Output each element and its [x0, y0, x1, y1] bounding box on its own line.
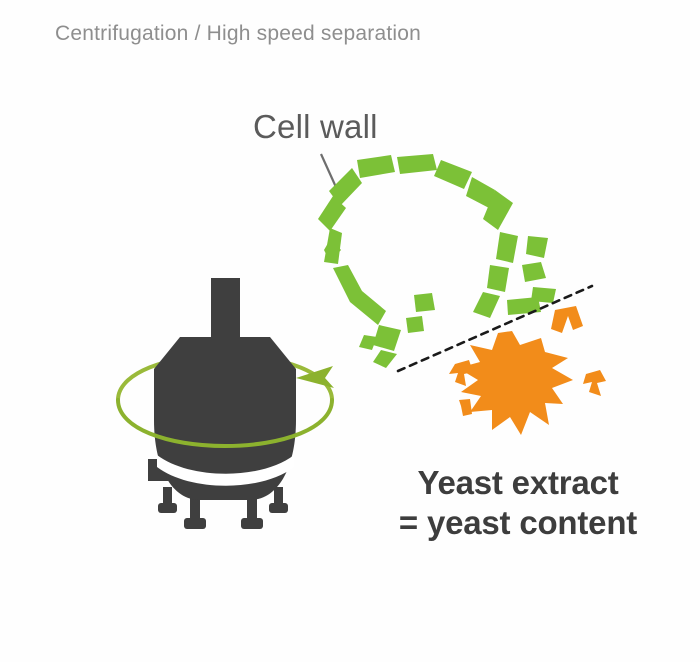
yeast-extract-label-line2: = yeast content: [398, 504, 638, 541]
machine-white-band: [157, 455, 294, 486]
yeast-extract-label-line1: Yeast extract: [417, 464, 619, 501]
machine-legs: [158, 487, 288, 529]
rotation-arrow-front: [116, 398, 334, 449]
centrifuge-machine-icon: [116, 278, 334, 529]
page-title: Centrifugation / High speed separation: [55, 22, 421, 45]
yeast-extract-blob-icon: [449, 306, 606, 435]
cell-wall-label: Cell wall: [253, 108, 378, 145]
rotation-arrowhead-icon: [296, 366, 334, 388]
cell-wall-fragments-icon: [318, 154, 556, 368]
yeast-extract-label: Yeast extract = yeast content: [378, 463, 658, 543]
separation-divider-line: [396, 284, 594, 373]
